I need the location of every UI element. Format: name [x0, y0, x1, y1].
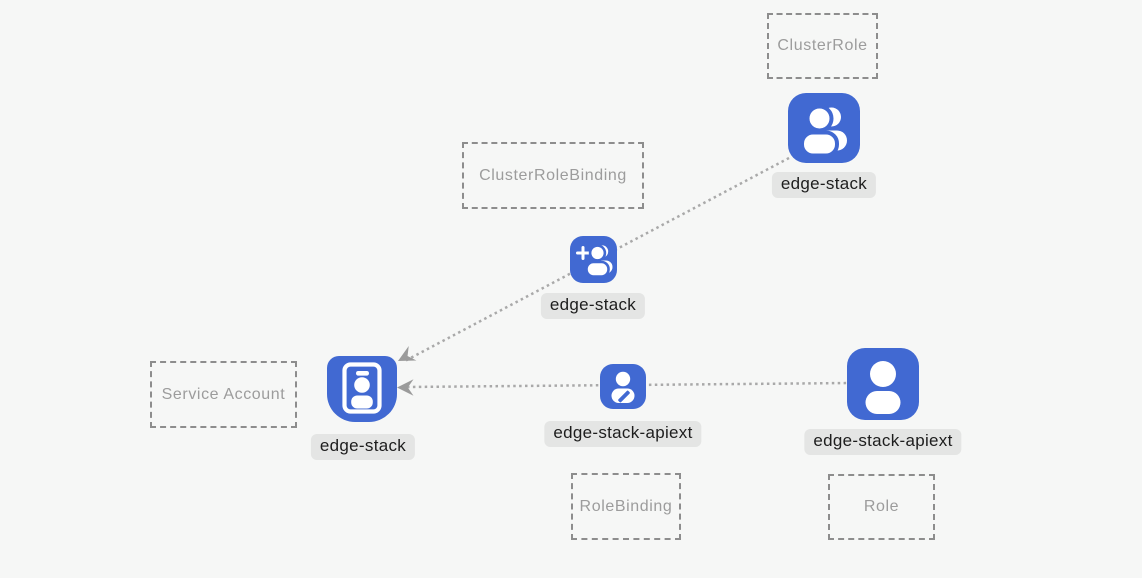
type-box-label: ClusterRoleBinding [479, 166, 627, 184]
type-box-rolebinding: RoleBinding [571, 473, 681, 540]
node-clusterrolebinding-edge-stack[interactable] [570, 236, 617, 283]
type-box-clusterrolebinding: ClusterRoleBinding [462, 142, 644, 209]
node-serviceaccount-edge-stack[interactable] [327, 356, 397, 422]
node-clusterrole-edge-stack[interactable] [788, 93, 860, 163]
node-label-serviceaccount: edge-stack [310, 434, 416, 460]
type-box-label: Role [863, 498, 900, 515]
node-label-clusterrole: edge-stack [771, 172, 877, 198]
type-box-serviceaccount: Service Account [150, 361, 297, 428]
user-edit-icon [611, 371, 635, 403]
arrowhead-diagonal [398, 346, 417, 361]
node-label-rolebinding: edge-stack-apiext [544, 421, 702, 447]
edge-clusterrole-to-serviceaccount [402, 156, 790, 364]
id-badge-icon [342, 362, 382, 414]
type-box-label: Service Account [161, 385, 286, 403]
user-icon [865, 361, 901, 414]
type-box-role: Role [828, 474, 935, 540]
type-box-label: ClusterRole [777, 37, 868, 54]
node-role-edge-stack-apiext[interactable] [847, 348, 919, 420]
node-label-clusterrolebinding: edge-stack [540, 293, 646, 319]
type-box-label: RoleBinding [579, 497, 673, 515]
users-icon [800, 104, 847, 158]
type-box-clusterrole: ClusterRole [767, 13, 878, 79]
arrowhead-horizontal [397, 379, 414, 396]
node-label-role: edge-stack-apiext [804, 429, 962, 455]
node-rolebinding-edge-stack-apiext[interactable] [600, 364, 646, 409]
user-plus-icon [576, 244, 613, 278]
